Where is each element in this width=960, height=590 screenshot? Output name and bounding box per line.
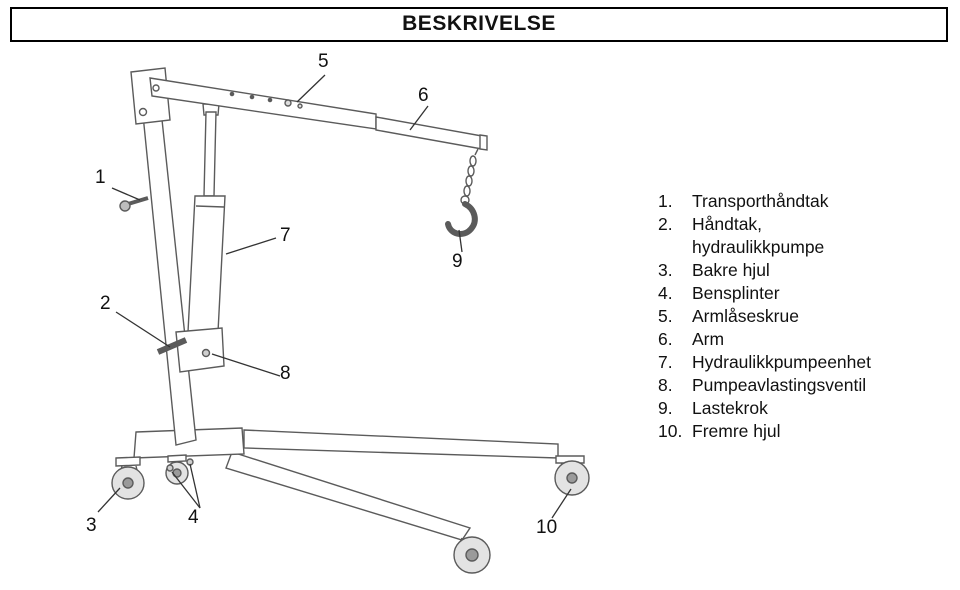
chain xyxy=(463,148,479,197)
transport-handle xyxy=(119,196,149,212)
callout-6: 6 xyxy=(418,85,429,106)
pump-unit xyxy=(156,327,225,373)
legend-item: 8. Pumpeavlastingsventil xyxy=(658,374,958,397)
front-wheel-right xyxy=(554,460,590,496)
legend-item: 1. Transporthåndtak xyxy=(658,190,958,213)
legend-item-label: Transporthåndtak xyxy=(692,191,829,211)
legend-item-number: 2. xyxy=(658,214,673,234)
release-valve xyxy=(201,348,211,358)
callout-2: 2 xyxy=(100,293,111,314)
legend-item: 6. Arm xyxy=(658,328,958,351)
callout-5: 5 xyxy=(318,51,329,72)
legend-item: 7. Hydraulikkpumpeenhet xyxy=(658,351,958,374)
legend-item-number: 5. xyxy=(658,306,673,326)
legend-item: 5. Armlåseskrue xyxy=(658,305,958,328)
legend-item-number: 7. xyxy=(658,352,673,372)
legend-item: 2. Håndtak, hydraulikkpumpe xyxy=(658,213,958,259)
front-wheel-left xyxy=(453,536,491,574)
leader-lines xyxy=(97,74,572,519)
right-leg xyxy=(243,429,585,477)
callout-8: 8 xyxy=(280,363,291,384)
legend-item-number: 1. xyxy=(658,191,673,211)
legend-item-label: Hydraulikkpumpeenhet xyxy=(692,352,871,372)
front-leg xyxy=(225,451,489,555)
arm-lock-screw xyxy=(284,99,303,109)
legend-item-label: Bensplinter xyxy=(692,283,780,303)
page-title: BESKRIVELSE xyxy=(402,12,556,35)
legend-item: 4. Bensplinter xyxy=(658,282,958,305)
base-frame xyxy=(133,427,245,459)
callout-1: 1 xyxy=(95,167,106,188)
legend-item-number: 9. xyxy=(658,398,673,418)
legend-item: 9. Lastekrok xyxy=(658,397,958,420)
boom-extension xyxy=(375,116,488,151)
legend-item-number: 3. xyxy=(658,260,673,280)
hydraulic-cylinder xyxy=(187,103,226,333)
legend-item: 3. Bakre hjul xyxy=(658,259,958,282)
legend-item: 10. Fremre hjul xyxy=(658,420,958,443)
parts-legend: 1. Transporthåndtak 2. Håndtak, hydrauli… xyxy=(658,190,958,443)
boom-arm xyxy=(149,77,377,130)
callout-7: 7 xyxy=(280,225,291,246)
mast xyxy=(139,81,197,446)
legend-item-number: 4. xyxy=(658,283,673,303)
callout-9: 9 xyxy=(452,251,463,272)
legend-item-label: Håndtak, hydraulikkpumpe xyxy=(692,214,825,257)
legend-item-label: Pumpeavlastingsventil xyxy=(692,375,867,395)
legend-item-label: Lastekrok xyxy=(692,398,768,418)
legend-item-label: Armlåseskrue xyxy=(692,306,799,326)
title-box: BESKRIVELSE xyxy=(10,7,948,42)
legend-item-number: 10. xyxy=(658,421,683,441)
load-hook xyxy=(445,195,478,237)
callout-4: 4 xyxy=(188,507,199,528)
crane-illustration xyxy=(97,67,590,574)
rear-wheel xyxy=(111,456,145,500)
legend-item-number: 8. xyxy=(658,375,673,395)
legend-item-label: Fremre hjul xyxy=(692,421,781,441)
legend-item-number: 6. xyxy=(658,329,673,349)
legend-item-label: Arm xyxy=(692,329,725,349)
callout-10: 10 xyxy=(536,517,558,538)
callout-3: 3 xyxy=(86,515,97,536)
legend-item-label: Bakre hjul xyxy=(692,260,770,280)
